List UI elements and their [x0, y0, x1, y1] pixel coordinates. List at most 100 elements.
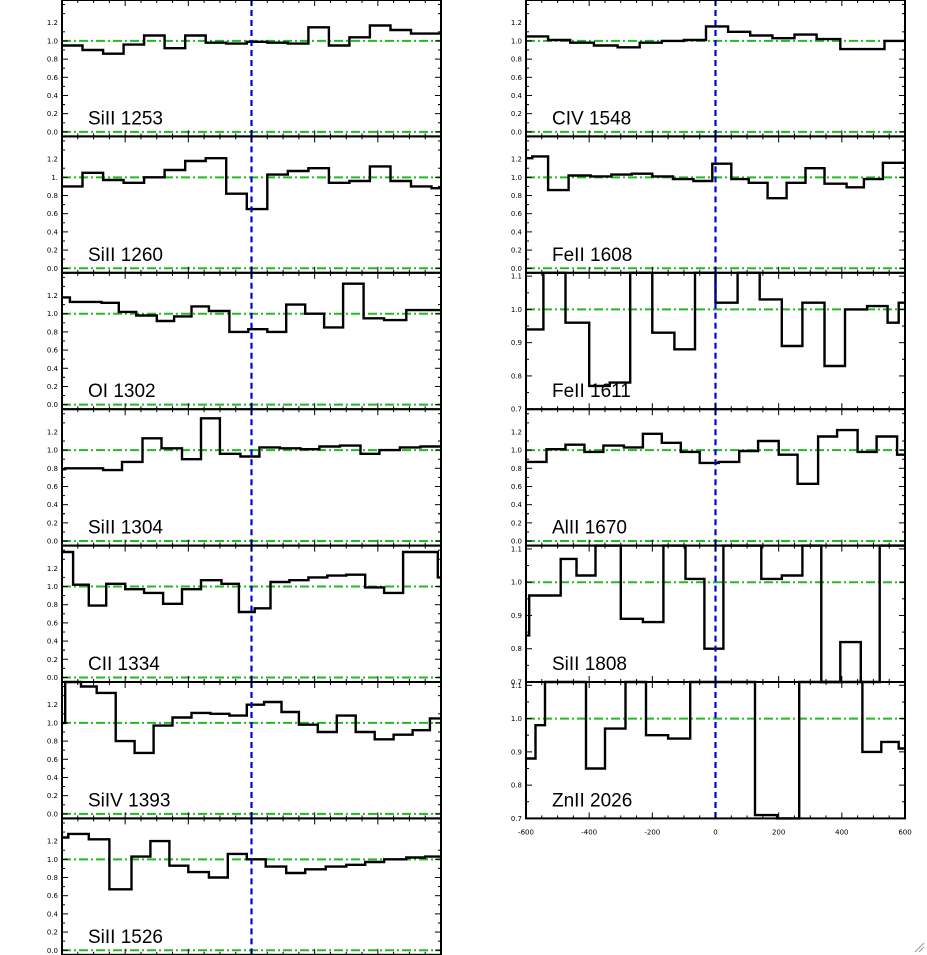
y-tick-label: 0.2: [511, 247, 522, 255]
spectrum-line: [526, 271, 905, 388]
y-tick-label: 0.8: [47, 465, 58, 473]
y-tick-label: 0.4: [47, 910, 59, 918]
y-tick-label: 1.2: [511, 19, 522, 27]
y-tick-label: 1.2: [47, 428, 58, 436]
spectrum-line: [62, 24, 441, 55]
y-tick-label: 0.7: [511, 406, 522, 414]
y-tick-label: 0.8: [47, 192, 58, 200]
y-tick-label: 0.4: [511, 228, 523, 236]
y-tick-label: 1.0: [47, 719, 58, 727]
y-tick-label: 0.8: [47, 874, 58, 882]
y-tick-label: 1.2: [47, 701, 58, 709]
x-tick-label: -600: [518, 828, 534, 836]
y-tick-label: 1.1: [511, 545, 522, 553]
ion-label: SiII 1526: [88, 927, 163, 948]
ion-label: CIV 1548: [552, 108, 631, 129]
ion-label: CII 1334: [88, 654, 160, 675]
y-tick-label: 0.0: [511, 265, 522, 273]
y-tick-label: 0.9: [511, 612, 522, 620]
y-tick-label: 1.0: [511, 447, 522, 455]
y-tick-label: 1.0: [511, 306, 522, 314]
y-tick-label: 1.0: [47, 583, 58, 591]
y-tick-label: 1.0: [47, 310, 58, 318]
y-tick-label: 1.0: [511, 715, 522, 723]
spectrum-line: [526, 155, 905, 200]
y-tick-label: 0.2: [511, 110, 522, 118]
y-tick-label: 1.0: [511, 37, 522, 45]
y-tick-label: 0.8: [511, 465, 522, 473]
y-tick-label: 0.8: [47, 601, 58, 609]
y-tick-label: 0.2: [47, 656, 58, 664]
spectrum-line: [526, 25, 905, 51]
y-tick-label: 0.2: [47, 929, 58, 937]
x-tick-label: 400: [835, 828, 848, 836]
y-tick-label: 0.0: [47, 674, 58, 682]
panel-oi-1302: 0.00.20.40.60.81.01.2OI 1302: [47, 271, 442, 411]
y-tick-label: 0.2: [47, 792, 58, 800]
y-tick-label: 0.0: [511, 128, 522, 136]
y-tick-label: 0.0: [47, 128, 58, 136]
x-tick-label: 0: [713, 828, 717, 836]
y-tick-label: 1.2: [47, 292, 58, 300]
y-tick-label: 0.0: [47, 947, 58, 955]
spectrum-line: [62, 157, 441, 211]
ion-label: SiIV 1393: [88, 790, 170, 811]
x-tick-label: -200: [644, 828, 660, 836]
x-tick-label: 600: [898, 828, 911, 836]
y-tick-label: 0.9: [511, 339, 522, 347]
y-tick-label: 1.2: [47, 565, 58, 573]
y-tick-label: 0.2: [511, 519, 522, 527]
x-tick-label: -400: [581, 828, 597, 836]
spectrum-line: [526, 544, 905, 684]
y-tick-label: 0.6: [511, 74, 523, 82]
y-tick-label: 0.8: [47, 738, 58, 746]
y-tick-label: 0.8: [47, 328, 58, 336]
y-tick-label: 0.9: [511, 748, 522, 756]
y-tick-label: 1.0: [47, 856, 58, 864]
y-tick-label: 1.2: [511, 156, 522, 164]
spectrum-line: [62, 550, 441, 614]
y-tick-label: 0.8: [511, 782, 522, 790]
y-tick-label: 0.6: [47, 756, 59, 764]
y-tick-label: 0.6: [47, 210, 59, 218]
ion-label: AlII 1670: [552, 518, 627, 539]
spectrum-line: [62, 832, 441, 891]
y-tick-label: 1.1: [511, 682, 522, 690]
y-tick-label: 1.1: [511, 273, 522, 281]
ion-label: FeII 1611: [552, 381, 631, 402]
y-tick-label: 0.7: [511, 679, 522, 687]
spectrum-line: [526, 428, 905, 485]
y-tick-label: 0.8: [47, 56, 58, 64]
y-tick-label: 0.6: [47, 483, 59, 491]
ion-label: SiII 1253: [88, 108, 163, 129]
y-tick-label: 0.0: [47, 401, 58, 409]
y-tick-label: 0.4: [47, 365, 59, 373]
y-tick-label: 0.2: [47, 519, 58, 527]
y-tick-label: 1.0: [47, 447, 58, 455]
y-tick-label: 1.2: [47, 156, 58, 164]
y-tick-label: 1.: [51, 174, 58, 182]
resize-grip-icon[interactable]: [913, 941, 925, 953]
y-tick-label: 0.2: [47, 383, 58, 391]
y-tick-label: 0.4: [47, 774, 59, 782]
y-tick-label: 0.6: [511, 483, 523, 491]
y-tick-label: 1.0: [511, 174, 522, 182]
y-tick-label: 0.4: [47, 638, 59, 646]
y-tick-label: 0.8: [511, 645, 522, 653]
y-tick-label: 1.2: [47, 838, 58, 846]
ion-label: SiII 1304: [88, 518, 163, 539]
spectrum-line: [62, 282, 441, 334]
y-tick-label: 1.2: [511, 428, 522, 436]
